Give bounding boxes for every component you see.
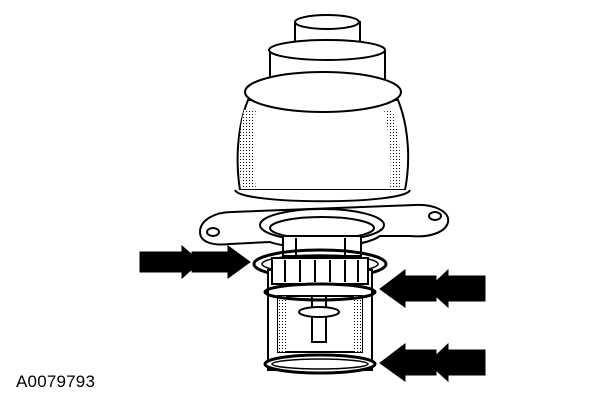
figure-id-label: A0079793 <box>16 372 96 391</box>
valve-top-cap <box>268 14 386 81</box>
valve-housing <box>234 71 411 203</box>
valve-stem <box>282 235 362 257</box>
arrow-middle-o-ring <box>379 268 486 309</box>
mounting-flange <box>198 203 450 249</box>
middle-o-ring <box>263 282 377 302</box>
lower-o-ring <box>263 353 377 375</box>
valve-body <box>267 257 373 371</box>
arrow-upper-o-ring <box>139 244 251 280</box>
arrow-lower-o-ring <box>379 342 486 383</box>
